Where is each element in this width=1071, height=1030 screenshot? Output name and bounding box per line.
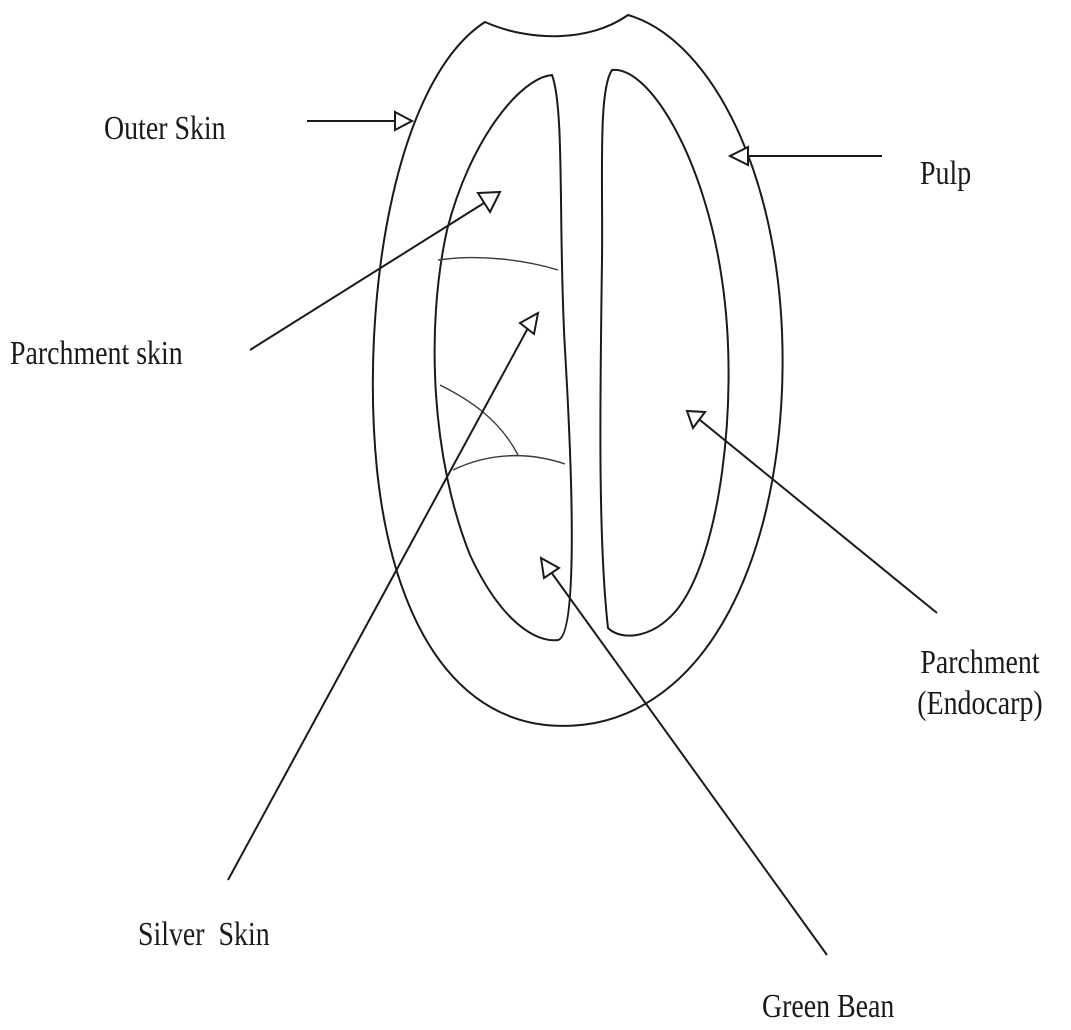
green-bean-pointer xyxy=(551,572,827,955)
parchment-skin-label: Parchment skin xyxy=(10,334,183,375)
silver-skin-line-lower xyxy=(453,456,565,470)
green-bean-arrowhead xyxy=(541,558,559,578)
silver-skin-line-upper xyxy=(438,258,558,270)
outer-skin-arrowhead xyxy=(395,112,412,130)
parchment-skin-arrowhead xyxy=(478,192,500,212)
silver-skin-pointer xyxy=(228,328,528,880)
green-bean-label: Green Bean xyxy=(762,987,894,1028)
parchment-skin-pointer xyxy=(250,203,484,350)
pulp-label: Pulp xyxy=(920,154,971,195)
silver-skin-arrowhead xyxy=(520,313,538,334)
parchment-label-line1: Parchment xyxy=(898,643,1062,684)
silver-skin-label: Silver Skin xyxy=(138,915,270,956)
parchment-endocarp-label: Parchment (Endocarp) xyxy=(898,643,1062,725)
parchment-label-line2: (Endocarp) xyxy=(898,684,1062,725)
pulp-arrowhead xyxy=(730,147,748,165)
left-bean-outline xyxy=(435,75,572,640)
outer-skin-label: Outer Skin xyxy=(104,109,226,150)
parchment-pointer xyxy=(700,420,937,613)
parchment-arrowhead xyxy=(687,411,705,428)
right-bean-outline xyxy=(600,70,728,636)
